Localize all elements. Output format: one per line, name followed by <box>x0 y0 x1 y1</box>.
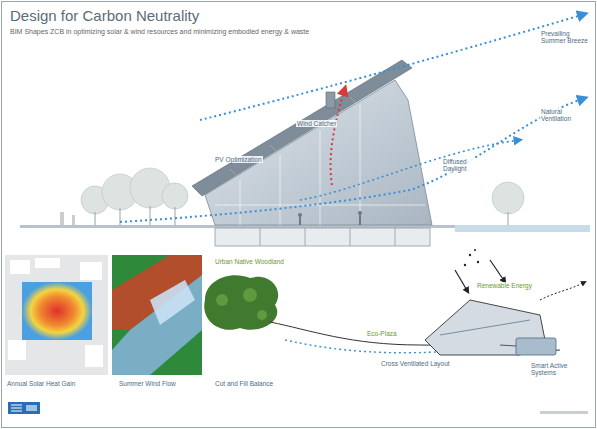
art-line <box>395 228 396 246</box>
art-circle <box>474 249 476 251</box>
art-circle <box>243 288 257 302</box>
sketch-label: Cut and Fill Balance <box>214 380 274 387</box>
art-line <box>11 405 22 406</box>
art-line <box>230 169 236 175</box>
art-rect <box>85 345 103 367</box>
art-g <box>11 405 22 411</box>
art-g <box>60 212 75 225</box>
art-rect <box>455 225 590 232</box>
art-path <box>490 260 505 282</box>
art-rect <box>359 215 361 225</box>
art-circle <box>216 294 228 306</box>
art-g <box>95 206 175 225</box>
art-line <box>11 408 22 409</box>
art-circle <box>469 254 471 256</box>
art-path <box>120 98 585 222</box>
art-line <box>350 97 356 103</box>
art-line <box>150 206 151 225</box>
art-g <box>464 249 479 266</box>
art-line <box>440 320 530 335</box>
sketch-label: Eco-Plaza <box>366 330 398 337</box>
map-caption: Summer Wind Flow <box>118 380 177 387</box>
art-circle <box>477 261 479 263</box>
art-rect <box>516 338 556 355</box>
art-line <box>305 228 306 246</box>
sketch-label: Smart Active Systems <box>530 362 592 377</box>
art-path <box>204 275 278 330</box>
map-caption: Annual Solar Heat Gain <box>6 380 76 387</box>
art-polygon <box>112 275 202 375</box>
art-line <box>270 145 276 151</box>
art-polygon <box>192 60 412 196</box>
art-path <box>455 270 468 292</box>
art-rect <box>60 212 64 225</box>
slide-title: Design for Carbon Neutrality <box>10 7 199 24</box>
art-line <box>280 155 281 225</box>
art-line <box>508 212 509 225</box>
art-rect <box>8 402 40 414</box>
callout-label: Wind Catcher <box>296 120 337 127</box>
art-rect <box>215 228 430 246</box>
art-g <box>260 228 395 246</box>
callout-label: PV Optimization <box>214 156 263 163</box>
art-line <box>175 207 176 225</box>
sketch-label: Urban Native Woodland <box>214 258 285 265</box>
art-line <box>500 345 516 346</box>
callout-label: Natural Ventilation <box>540 108 588 123</box>
art-line <box>360 105 361 225</box>
art-g <box>298 211 362 225</box>
art-rect <box>299 217 301 225</box>
art-line <box>11 411 22 412</box>
art-line <box>240 180 241 225</box>
art-path <box>300 140 520 200</box>
art-polygon <box>205 80 432 225</box>
art-rect <box>22 282 92 340</box>
sketch-label: Cross Ventilated Layout <box>380 360 451 367</box>
art-rect <box>72 215 75 225</box>
callout-label: Diffused Daylight <box>442 158 484 173</box>
art-rect <box>26 405 37 411</box>
art-circle <box>162 183 188 209</box>
art-g <box>8 258 103 367</box>
art-circle <box>492 182 524 214</box>
sketch-label: Renewable Energy <box>476 282 533 289</box>
art-g <box>81 168 188 214</box>
art-line <box>260 228 261 246</box>
art-circle <box>257 310 267 320</box>
art-rect <box>10 260 30 274</box>
art-circle <box>298 213 302 217</box>
art-path <box>331 88 345 185</box>
art-rect <box>35 258 60 268</box>
art-polygon <box>150 280 195 325</box>
art-rect <box>540 411 588 414</box>
subtitle: BIM Shapes ZCB in optimizing solar & win… <box>10 28 309 36</box>
art-circle <box>358 211 362 215</box>
callout-label: Prevailing Summer Breeze <box>540 30 594 45</box>
art-line <box>350 228 351 246</box>
art-rect <box>5 255 108 375</box>
art-circle <box>464 264 466 266</box>
art-line <box>95 212 96 225</box>
art-rect <box>80 262 102 280</box>
art-rect <box>8 340 26 360</box>
art-path <box>540 282 585 300</box>
art-rect <box>326 92 335 108</box>
art-line <box>320 130 321 225</box>
art-rect <box>112 255 202 375</box>
